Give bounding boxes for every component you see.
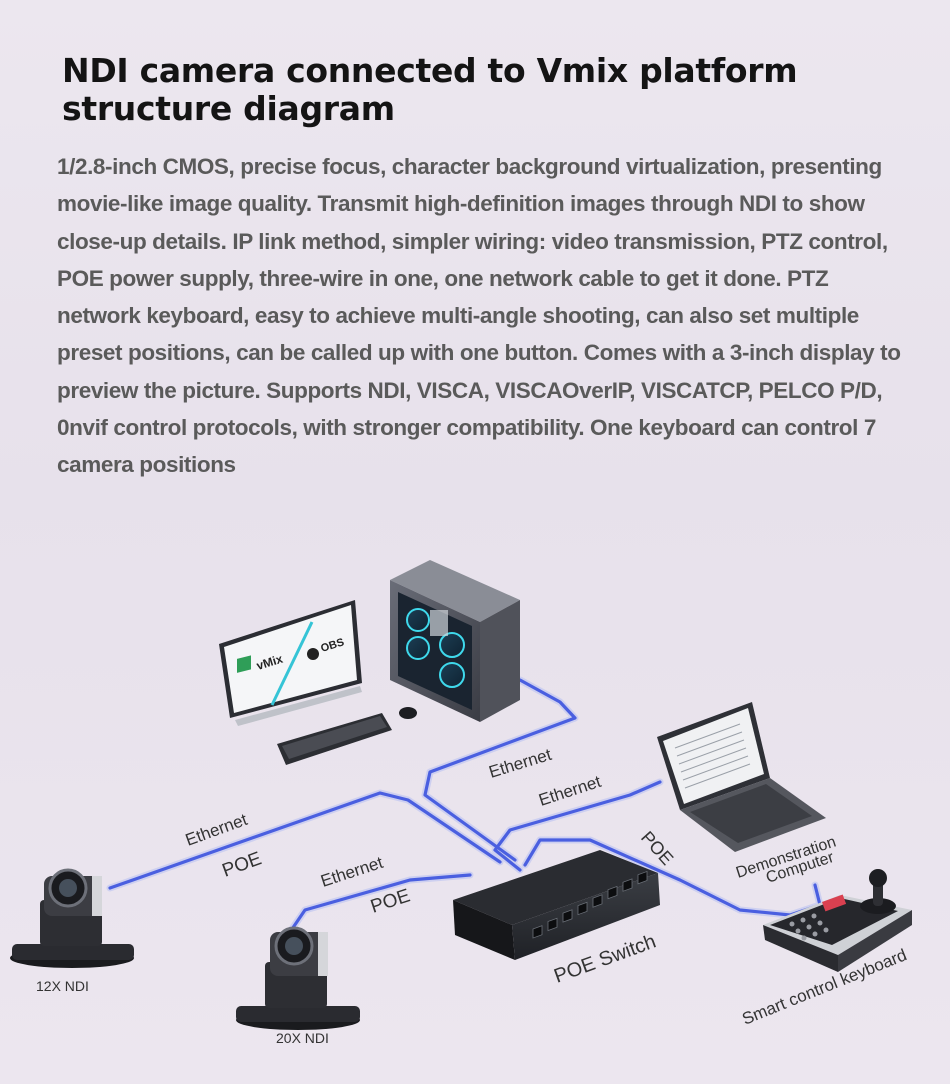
page-title: NDI camera connected to Vmix platform st…	[62, 51, 798, 128]
label-camera2-ethernet: Ethernet	[318, 853, 385, 891]
cable-camera1	[108, 791, 502, 890]
cable-pc	[423, 678, 577, 862]
ptz-controller-icon	[763, 869, 912, 972]
monitor: vMix OBS	[219, 600, 362, 726]
poe-switch-icon	[453, 850, 660, 960]
ptz-camera-12x-icon	[10, 868, 134, 968]
cable-camera2	[288, 873, 472, 934]
laptop-icon	[657, 702, 826, 852]
label-camera2: 20X NDI	[276, 1030, 329, 1046]
description-text: 1/2.8-inch CMOS, precise focus, characte…	[57, 154, 901, 478]
pc-keyboard-icon	[277, 707, 417, 765]
cable-laptop	[493, 780, 662, 872]
ptz-camera-20x-icon	[236, 926, 360, 1030]
pc-tower-icon	[390, 560, 520, 722]
label-camera1: 12X NDI	[36, 978, 89, 994]
label-camera1-poe: POE	[220, 848, 265, 881]
